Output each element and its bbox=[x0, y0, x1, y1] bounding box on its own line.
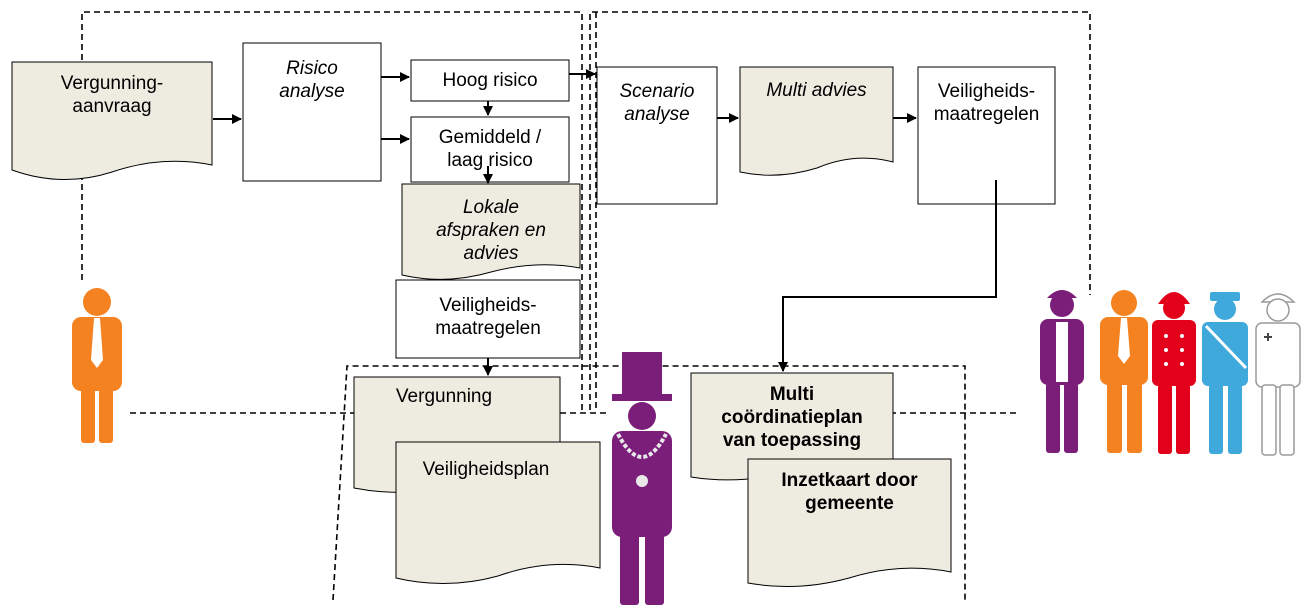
municipality-figure bbox=[1100, 290, 1148, 453]
label-veiligheidsmaatregelen-lokaal: Veiligheids- maatregelen bbox=[435, 295, 541, 339]
police-figure bbox=[1202, 292, 1248, 454]
firefighter-figure bbox=[1152, 292, 1196, 454]
box-hoog-risico bbox=[410, 59, 570, 102]
mayor-figure bbox=[612, 352, 672, 605]
arrow-multi-maatregelen-to-coordinatieplan bbox=[778, 180, 997, 372]
label-lokale-afspraken: Lokale afspraken en advies bbox=[436, 196, 546, 264]
doc-lokale-afspraken bbox=[401, 183, 581, 280]
box-gemiddeld-laag bbox=[410, 116, 570, 183]
box-risico-analyse bbox=[242, 42, 382, 182]
applicant-figure bbox=[72, 288, 122, 443]
label-vergunningaanvraag: Vergunning- aanvraag bbox=[60, 73, 164, 117]
doc-multi-advies bbox=[739, 66, 894, 176]
doc-vergunningaanvraag bbox=[11, 61, 213, 181]
box-veiligheidsmaatregelen-lokaal bbox=[395, 279, 581, 359]
services-group bbox=[1040, 290, 1301, 456]
doc-inzetkaart bbox=[747, 458, 952, 588]
label-gemiddeld-laag: Gemiddeld / laag risico bbox=[438, 127, 542, 171]
label-veiligheidsplan: Veiligheidsplan bbox=[422, 458, 550, 480]
box-veiligheidsmaatregelen-multi bbox=[917, 66, 1056, 205]
label-hoog-risico: Hoog risico bbox=[442, 70, 538, 91]
label-veiligheidsmaatregelen-multi: Veiligheids- maatregelen bbox=[933, 81, 1040, 125]
label-scenario-analyse: Scenario analyse bbox=[619, 81, 695, 125]
label-risico-analyse: Risico analyse bbox=[279, 58, 345, 102]
box-scenario-analyse bbox=[596, 66, 718, 205]
label-inzetkaart: Inzetkaart door gemeente bbox=[781, 470, 918, 514]
medical-figure bbox=[1255, 293, 1301, 456]
organizer-figure bbox=[1040, 290, 1084, 453]
label-vergunning: Vergunning bbox=[395, 385, 493, 407]
doc-veiligheidsplan bbox=[395, 441, 601, 585]
label-multi-coordinatieplan: Multi coördinatieplan van toepassing bbox=[721, 383, 863, 451]
label-multi-advies: Multi advies bbox=[766, 79, 867, 101]
